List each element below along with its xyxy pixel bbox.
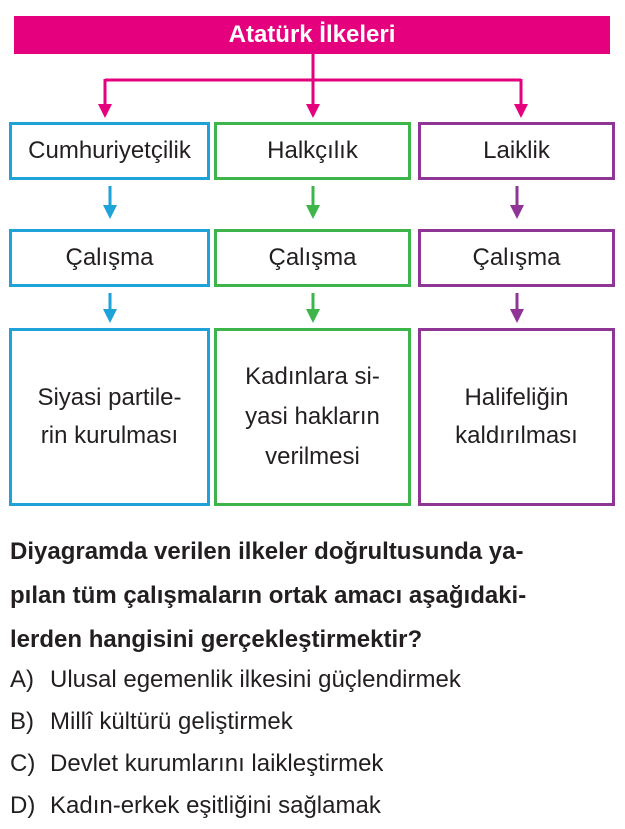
work-box: Çalışma bbox=[214, 229, 411, 287]
principle-label: Laiklik bbox=[483, 137, 550, 164]
arrowhead-icon bbox=[510, 309, 524, 323]
answer-option-d[interactable]: D) Kadın-erkek eşitliğini sağlamak bbox=[10, 785, 620, 827]
result-box-kadin-haklari: Kadınlara si- yasi hakların verilmesi bbox=[214, 328, 411, 506]
work-label: Çalışma bbox=[472, 244, 561, 271]
option-letter: D) bbox=[10, 792, 36, 819]
arrowhead-icon bbox=[306, 104, 320, 118]
result-text-line: Kadınlara si- bbox=[245, 363, 380, 390]
answer-option-b[interactable]: B) Millî kültürü geliştirmek bbox=[10, 701, 620, 743]
question-line: pılan tüm çalışmaların ortak amacı aşağı… bbox=[10, 582, 527, 609]
result-text-line: verilmesi bbox=[265, 443, 360, 470]
option-letter: C) bbox=[10, 750, 36, 777]
option-text: Devlet kurumlarını laikleştirmek bbox=[50, 750, 384, 777]
work-label: Çalışma bbox=[65, 244, 154, 271]
result-text-line: kaldırılması bbox=[455, 422, 578, 449]
arrowhead-icon bbox=[103, 205, 117, 219]
question-stem: Diyagramda verilen ilkeler doğrultusunda… bbox=[10, 530, 620, 662]
arrowhead-icon bbox=[306, 309, 320, 323]
question-line: lerden hangisini gerçekleştirmektir? bbox=[10, 626, 423, 653]
option-letter: A) bbox=[10, 666, 34, 693]
option-text: Kadın-erkek eşitliğini sağlamak bbox=[50, 792, 381, 819]
result-text-line: yasi hakların bbox=[245, 403, 380, 430]
result-box-siyasi-partiler: Siyasi partile- rin kurulması bbox=[9, 328, 210, 506]
work-box: Çalışma bbox=[418, 229, 615, 287]
result-text-line: rin kurulması bbox=[40, 422, 179, 449]
question-line: Diyagramda verilen ilkeler doğrultusunda… bbox=[10, 538, 524, 565]
answer-options: A) Ulusal egemenlik ilkesini güçlendirmek… bbox=[10, 659, 620, 827]
result-text-line: Siyasi partile- bbox=[37, 384, 182, 411]
work-box: Çalışma bbox=[9, 229, 210, 287]
result-text-line: Halifeliğin bbox=[464, 384, 569, 411]
principle-box-cumhuriyetcilik: Cumhuriyetçilik bbox=[9, 122, 210, 180]
arrowhead-icon bbox=[103, 309, 117, 323]
principle-box-laiklik: Laiklik bbox=[418, 122, 615, 180]
arrowhead-icon bbox=[514, 104, 528, 118]
result-box-halifelik: Halifeliğin kaldırılması bbox=[418, 328, 615, 506]
principle-label: Cumhuriyetçilik bbox=[28, 137, 191, 164]
work-label: Çalışma bbox=[268, 244, 357, 271]
diagram-title: Atatürk İlkeleri bbox=[228, 21, 396, 48]
option-letter: B) bbox=[10, 708, 34, 735]
option-text: Millî kültürü geliştirmek bbox=[50, 708, 293, 735]
answer-option-a[interactable]: A) Ulusal egemenlik ilkesini güçlendirmek bbox=[10, 659, 620, 701]
arrowhead-icon bbox=[306, 205, 320, 219]
arrowhead-icon bbox=[98, 104, 112, 118]
principle-label: Halkçılık bbox=[267, 137, 358, 164]
diagram-title-bar: Atatürk İlkeleri bbox=[14, 16, 610, 54]
option-text: Ulusal egemenlik ilkesini güçlendirmek bbox=[50, 666, 461, 693]
answer-option-c[interactable]: C) Devlet kurumlarını laikleştirmek bbox=[10, 743, 620, 785]
principle-box-halkcilik: Halkçılık bbox=[214, 122, 411, 180]
arrowhead-icon bbox=[510, 205, 524, 219]
